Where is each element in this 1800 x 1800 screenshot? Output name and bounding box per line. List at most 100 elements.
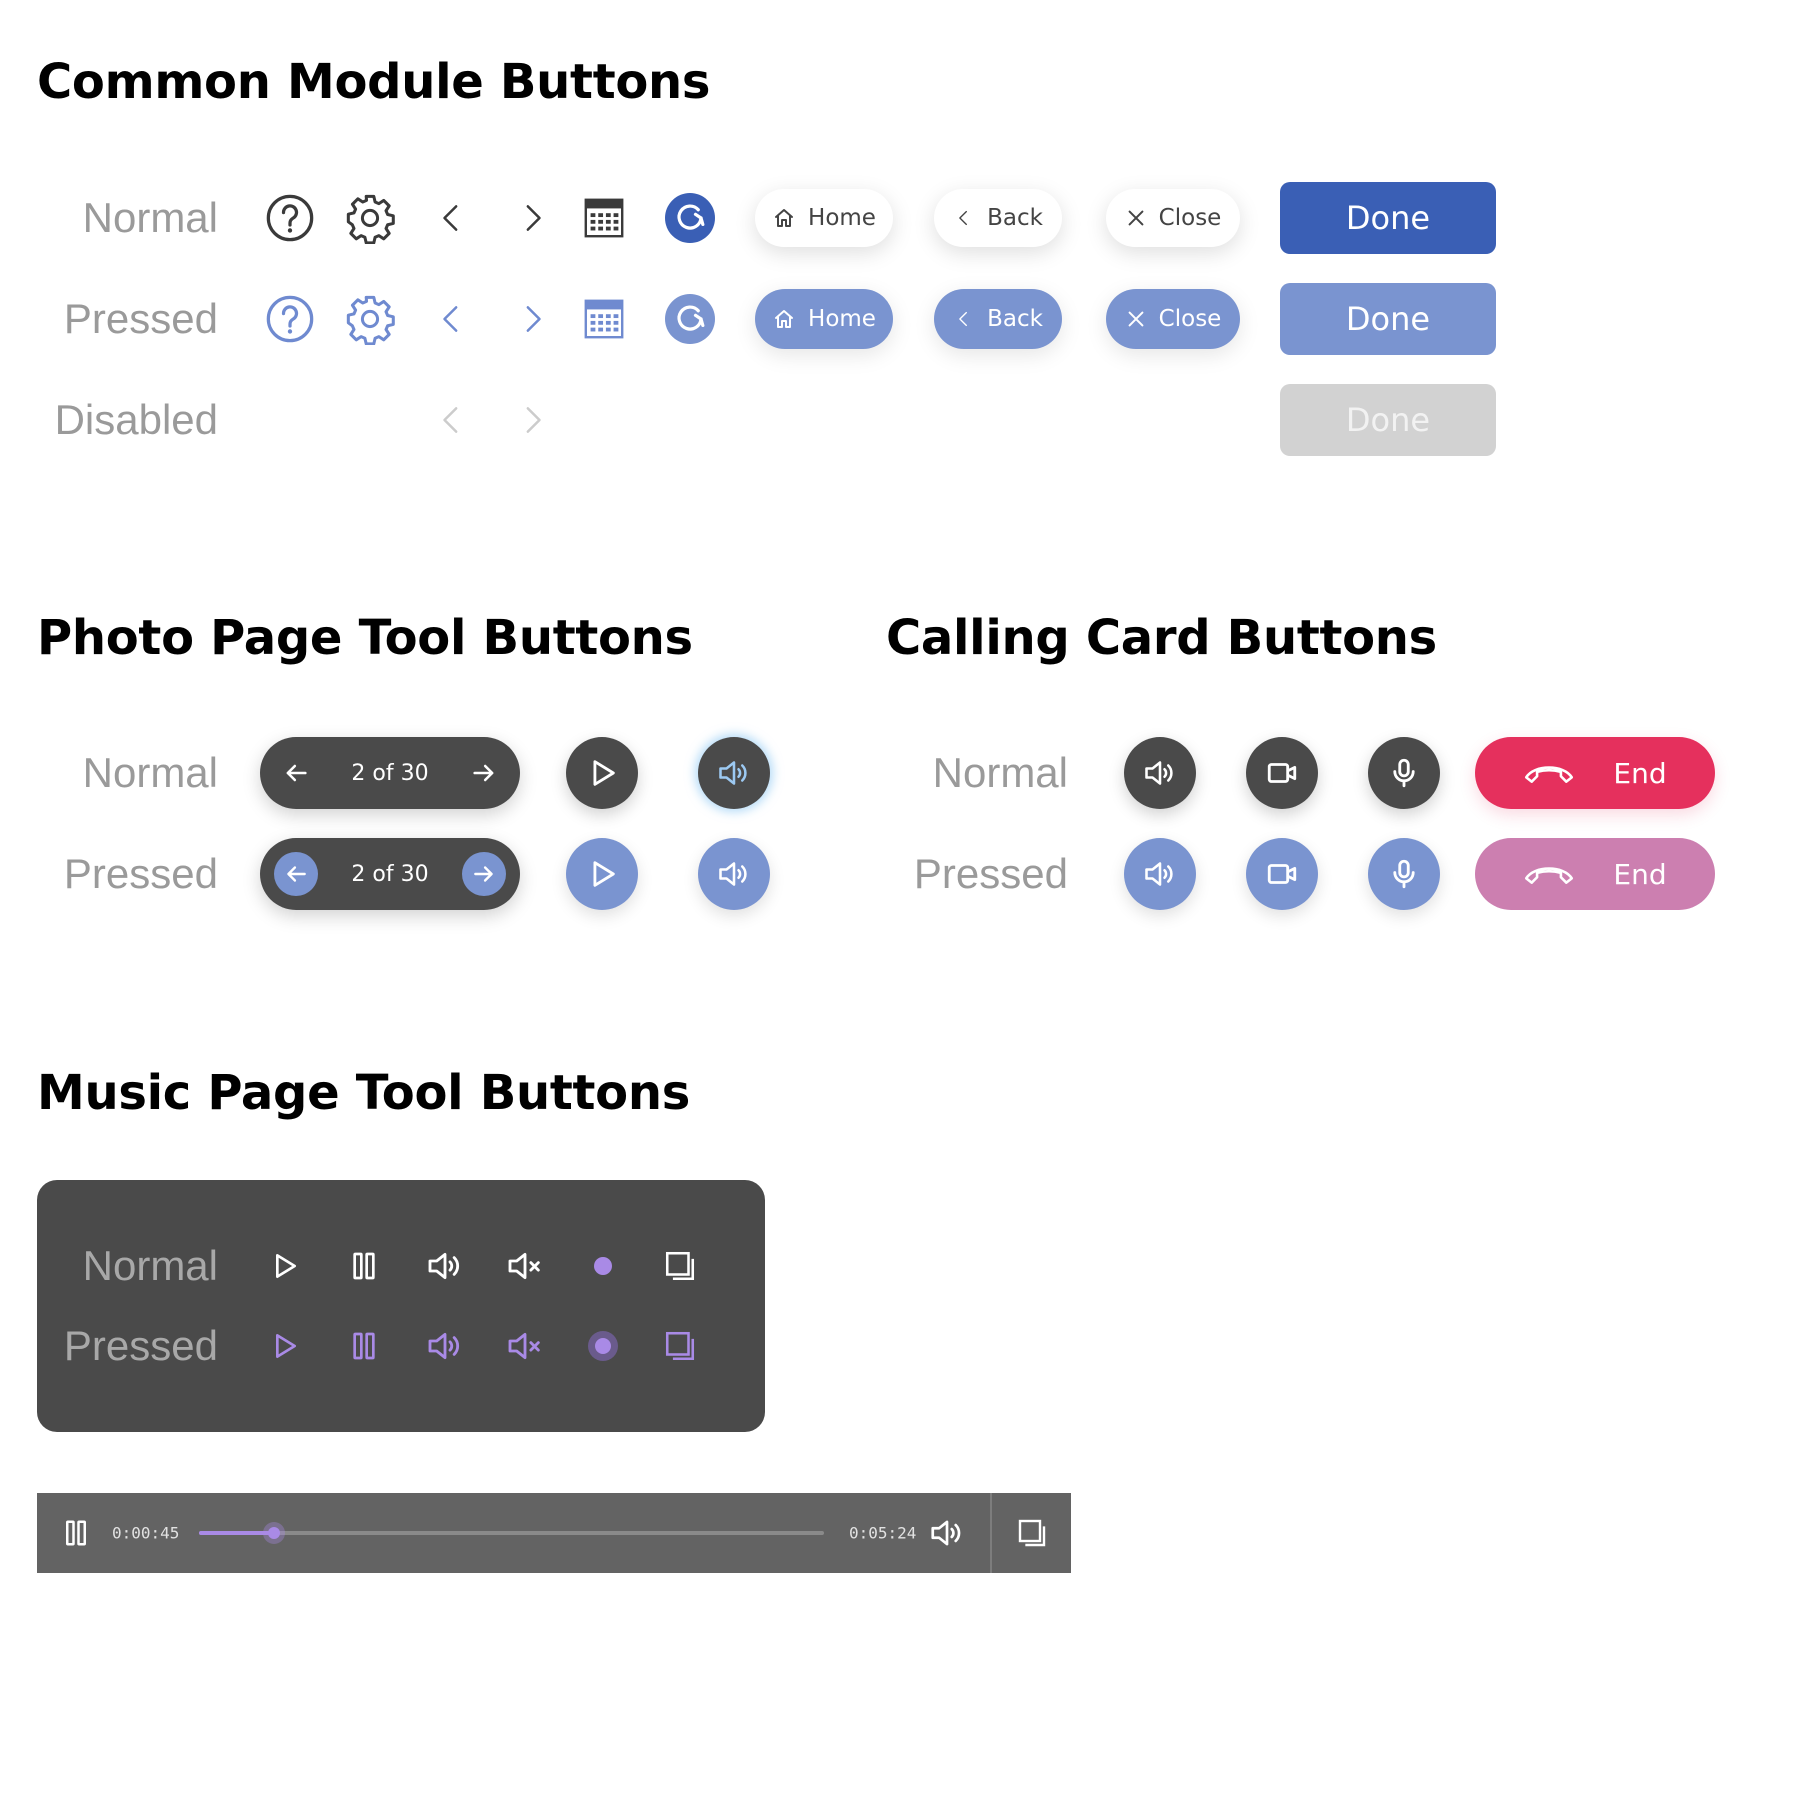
close-button[interactable]: Close — [1106, 189, 1240, 247]
pause-icon[interactable] — [348, 1250, 380, 1282]
chevron-left-icon — [953, 308, 975, 330]
play-icon — [585, 857, 619, 891]
player-divider — [990, 1493, 992, 1573]
chevron-right-icon[interactable] — [512, 196, 552, 240]
refresh-icon[interactable] — [665, 193, 715, 243]
pause-icon[interactable] — [61, 1518, 91, 1548]
refresh-icon[interactable] — [665, 294, 715, 344]
next-photo-button[interactable] — [462, 751, 506, 795]
close-button-pressed[interactable]: Close — [1106, 289, 1240, 349]
calendar-icon[interactable] — [581, 296, 627, 342]
chevron-left-icon — [953, 207, 975, 229]
state-label-pressed: Pressed — [63, 1322, 218, 1369]
state-label-disabled: Disabled — [54, 396, 218, 443]
photo-pager-pressed: 2 of 30 — [260, 838, 520, 910]
pause-icon[interactable] — [348, 1330, 380, 1362]
home-button-label: Home — [808, 306, 876, 332]
fullscreen-icon[interactable] — [1016, 1517, 1048, 1549]
call-volume-button[interactable] — [1124, 737, 1196, 809]
photo-play-button-pressed[interactable] — [566, 838, 638, 910]
chevron-left-icon[interactable] — [432, 196, 472, 240]
volume-icon — [716, 755, 752, 791]
done-button[interactable]: Done — [1280, 182, 1496, 254]
play-icon[interactable] — [268, 1330, 300, 1362]
help-icon[interactable] — [264, 192, 316, 244]
hang-up-icon — [1523, 760, 1575, 786]
end-call-button[interactable]: End — [1475, 737, 1715, 809]
volume-icon[interactable] — [928, 1514, 966, 1552]
state-label-pressed: Pressed — [63, 850, 218, 897]
back-button-label: Back — [987, 205, 1043, 231]
volume-icon[interactable] — [425, 1326, 465, 1366]
home-button-label: Home — [808, 205, 876, 231]
volume-icon[interactable] — [425, 1246, 465, 1286]
state-label-normal: Normal — [82, 749, 218, 796]
photo-pager-text: 2 of 30 — [351, 861, 429, 887]
close-button-label: Close — [1158, 205, 1222, 231]
state-label-pressed: Pressed — [913, 850, 1068, 897]
prev-photo-button-pressed[interactable] — [274, 852, 318, 896]
volume-icon — [1142, 856, 1178, 892]
calendar-icon[interactable] — [581, 195, 627, 241]
fullscreen-icon[interactable] — [663, 1329, 697, 1363]
arrow-left-icon — [282, 759, 310, 787]
photo-volume-button[interactable] — [698, 737, 770, 809]
photo-page-title: Photo Page Tool Buttons — [37, 610, 693, 666]
volume-icon — [1142, 755, 1178, 791]
mute-icon[interactable] — [505, 1246, 545, 1286]
end-call-button-pressed[interactable]: End — [1475, 838, 1715, 910]
chevron-right-icon[interactable] — [512, 297, 552, 341]
close-icon — [1125, 308, 1147, 330]
back-button-label: Back — [987, 306, 1043, 332]
photo-play-button[interactable] — [566, 737, 638, 809]
back-button[interactable]: Back — [934, 189, 1062, 247]
state-label-normal: Normal — [82, 194, 218, 241]
music-buttons-panel — [37, 1180, 765, 1432]
arrow-right-icon — [470, 759, 498, 787]
mic-icon — [1387, 756, 1421, 790]
record-icon[interactable] — [588, 1331, 618, 1361]
mic-icon — [1387, 857, 1421, 891]
photo-volume-button-pressed[interactable] — [698, 838, 770, 910]
gear-icon[interactable] — [344, 192, 396, 244]
done-button-pressed[interactable]: Done — [1280, 283, 1496, 355]
state-label-normal: Normal — [82, 1242, 218, 1289]
gear-icon[interactable] — [344, 293, 396, 345]
progress-track[interactable] — [199, 1522, 824, 1544]
help-icon[interactable] — [264, 293, 316, 345]
next-photo-button-pressed[interactable] — [462, 852, 506, 896]
video-icon — [1265, 756, 1299, 790]
video-icon — [1265, 857, 1299, 891]
call-volume-button-pressed[interactable] — [1124, 838, 1196, 910]
chevron-left-icon — [432, 398, 472, 442]
end-call-label: End — [1613, 857, 1667, 891]
call-video-button-pressed[interactable] — [1246, 838, 1318, 910]
home-icon — [772, 206, 796, 230]
end-call-label: End — [1613, 756, 1667, 790]
call-mic-button[interactable] — [1368, 737, 1440, 809]
arrow-right-icon — [471, 861, 497, 887]
progress-fill — [199, 1531, 274, 1535]
home-button[interactable]: Home — [755, 189, 893, 247]
fullscreen-icon[interactable] — [663, 1249, 697, 1283]
close-button-label: Close — [1158, 306, 1222, 332]
call-mic-button-pressed[interactable] — [1368, 838, 1440, 910]
done-button-disabled: Done — [1280, 384, 1496, 456]
photo-pager: 2 of 30 — [260, 737, 520, 809]
calling-card-title: Calling Card Buttons — [886, 610, 1437, 666]
photo-pager-text: 2 of 30 — [351, 760, 429, 786]
state-label-normal: Normal — [932, 749, 1068, 796]
home-button-pressed[interactable]: Home — [755, 289, 893, 349]
call-video-button[interactable] — [1246, 737, 1318, 809]
mute-icon[interactable] — [505, 1326, 545, 1366]
home-icon — [772, 307, 796, 331]
hang-up-icon — [1523, 861, 1575, 887]
chevron-left-icon[interactable] — [432, 297, 472, 341]
record-icon[interactable] — [594, 1257, 612, 1275]
play-icon[interactable] — [268, 1250, 300, 1282]
close-icon — [1125, 207, 1147, 229]
prev-photo-button[interactable] — [274, 751, 318, 795]
current-time: 0:00:45 — [112, 1523, 180, 1543]
back-button-pressed[interactable]: Back — [934, 289, 1062, 349]
progress-thumb[interactable] — [263, 1522, 285, 1544]
